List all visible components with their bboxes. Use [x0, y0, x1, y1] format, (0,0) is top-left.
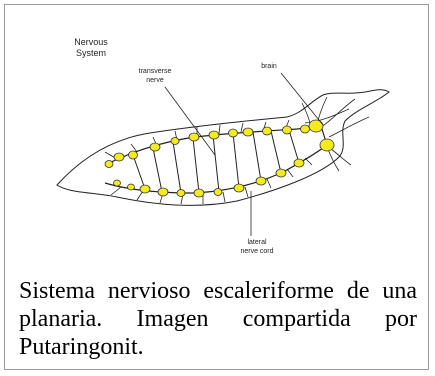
- label-transverse-nerve-line1: transverse: [139, 68, 172, 75]
- ganglion: [171, 138, 179, 145]
- figure-card: Nervous System: [4, 4, 429, 370]
- diagram-title-line1: Nervous: [74, 37, 108, 47]
- nerve-branch: [267, 179, 271, 188]
- figure-caption: Sistema nervioso escaleriforme de una pl…: [19, 277, 417, 361]
- ganglion: [140, 185, 150, 193]
- transverse-nerves: [133, 130, 299, 193]
- ganglion: [158, 188, 168, 196]
- label-lateral-nerve-cord-line1: lateral: [247, 239, 267, 246]
- transverse-nerve: [153, 148, 162, 192]
- ganglion: [276, 169, 286, 177]
- ganglion: [114, 153, 124, 161]
- nerve-branch: [245, 187, 248, 197]
- ganglion: [243, 128, 253, 136]
- nerve-branch: [321, 99, 355, 127]
- ganglion: [263, 127, 272, 135]
- nerve-branch: [241, 123, 243, 132]
- ganglion: [194, 189, 204, 197]
- nerve-branch: [219, 125, 220, 134]
- body-outline: [57, 90, 389, 206]
- leader-lines: [165, 73, 323, 236]
- ganglion: [177, 190, 185, 197]
- nerve-branch: [287, 169, 293, 177]
- ganglion: [128, 184, 135, 190]
- ganglion: [229, 129, 238, 137]
- nerve-branch: [305, 158, 312, 165]
- transverse-nerve: [253, 132, 261, 181]
- planaria-nervous-system-diagram: Nervous System: [5, 5, 430, 275]
- label-transverse-nerve-line2: nerve: [146, 77, 164, 84]
- transverse-nerve: [193, 138, 199, 193]
- transverse-nerve: [133, 155, 145, 189]
- transverse-nerve: [271, 131, 281, 173]
- transverse-nerve: [233, 133, 239, 188]
- nerve-branch: [223, 192, 225, 202]
- ganglion: [129, 151, 138, 159]
- transverse-nerve-leader: [165, 87, 215, 155]
- label-brain: brain: [261, 63, 277, 70]
- ganglion: [283, 126, 292, 134]
- nerve-branch: [111, 187, 121, 195]
- ganglion: [214, 189, 222, 196]
- ganglion: [301, 125, 310, 133]
- ganglion: [256, 177, 266, 185]
- ganglion: [114, 180, 121, 186]
- ganglion: [209, 131, 219, 139]
- label-lateral-nerve-cord-line2: nerve cord: [240, 248, 273, 255]
- nerve-branch: [329, 117, 369, 137]
- transverse-nerve: [289, 130, 299, 163]
- ganglion: [234, 184, 244, 192]
- ganglion: [189, 133, 199, 141]
- brain-ganglion-ventral: [320, 139, 334, 151]
- ganglion: [105, 161, 113, 168]
- diagram-title-line2: System: [76, 48, 106, 58]
- transverse-nerve: [213, 135, 219, 192]
- transverse-nerve: [173, 142, 181, 193]
- ganglion: [294, 159, 304, 167]
- ganglion: [150, 143, 160, 151]
